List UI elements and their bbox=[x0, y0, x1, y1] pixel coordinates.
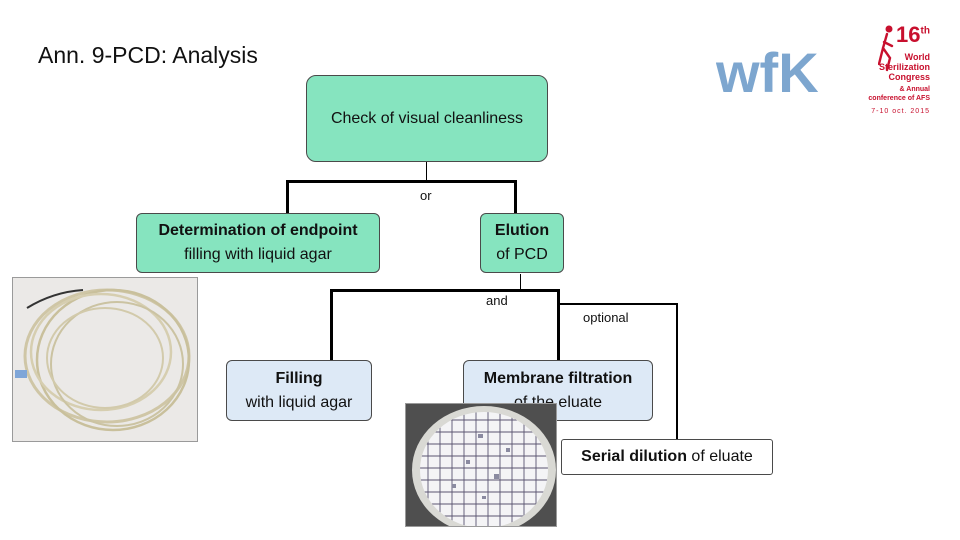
label-or: or bbox=[420, 188, 432, 203]
node-endpoint-bold: Determination of endpoint bbox=[158, 222, 358, 239]
node-check-visual-cleanliness: Check of visual cleanliness bbox=[306, 75, 548, 162]
node-filling-bold: Filling bbox=[275, 369, 323, 387]
congress-number: 16 bbox=[896, 22, 921, 47]
node-endpoint-normal: filling with liquid agar bbox=[184, 246, 332, 263]
coiled-tube-illustration bbox=[13, 278, 197, 441]
connector-to-filling bbox=[330, 289, 333, 361]
congress-line1: World bbox=[904, 52, 930, 62]
membrane-filter-illustration bbox=[406, 404, 556, 526]
node-elution-bold: Elution bbox=[494, 222, 550, 239]
photo-membrane-filter bbox=[405, 403, 557, 527]
node-filling-normal: with liquid agar bbox=[245, 393, 353, 411]
connector-optional-down bbox=[676, 303, 678, 440]
congress-line5: conference of AFS bbox=[868, 95, 930, 102]
connector-elution-down bbox=[520, 274, 521, 291]
wfk-logo: wfK bbox=[715, 41, 856, 104]
node-filling: Filling with liquid agar bbox=[226, 360, 372, 421]
congress-logo: 16th World Sterilization Congress & Annu… bbox=[868, 22, 936, 122]
congress-line2: Sterilization bbox=[878, 62, 930, 72]
node-serial-normal: of eluate bbox=[691, 448, 753, 465]
connector-check-down bbox=[426, 162, 427, 182]
node-elution: Elution of PCD bbox=[480, 213, 564, 273]
connector-to-membrane bbox=[557, 289, 560, 361]
label-optional: optional bbox=[583, 310, 629, 325]
node-membrane-bold: Membrane filtration bbox=[483, 369, 633, 387]
congress-dates: 7-10 oct. 2015 bbox=[871, 108, 930, 115]
slide-title: Ann. 9-PCD: Analysis bbox=[38, 42, 258, 68]
node-elution-normal: of PCD bbox=[496, 246, 548, 263]
wfk-logo-text: wfK bbox=[716, 42, 819, 98]
label-and: and bbox=[486, 293, 508, 308]
connector-top-bar bbox=[286, 180, 517, 183]
photo-coiled-tube bbox=[12, 277, 198, 442]
congress-suffix: th bbox=[920, 25, 930, 37]
node-serial-dilution: Serial dilution of eluate bbox=[561, 439, 773, 475]
node-determination-endpoint: Determination of endpoint filling with l… bbox=[136, 213, 380, 273]
node-serial-bold: Serial dilution bbox=[581, 448, 687, 465]
node-check-text: Check of visual cleanliness bbox=[330, 109, 524, 127]
connector-to-elution bbox=[514, 180, 517, 214]
congress-line4: & Annual bbox=[899, 86, 930, 93]
runner-icon bbox=[878, 25, 894, 72]
connector-to-endpoint bbox=[286, 180, 289, 214]
congress-line3: Congress bbox=[888, 72, 930, 82]
connector-mid-bar bbox=[330, 289, 560, 292]
wfk-logo-mark: wfK bbox=[715, 41, 819, 104]
connector-optional-bar bbox=[560, 303, 678, 305]
